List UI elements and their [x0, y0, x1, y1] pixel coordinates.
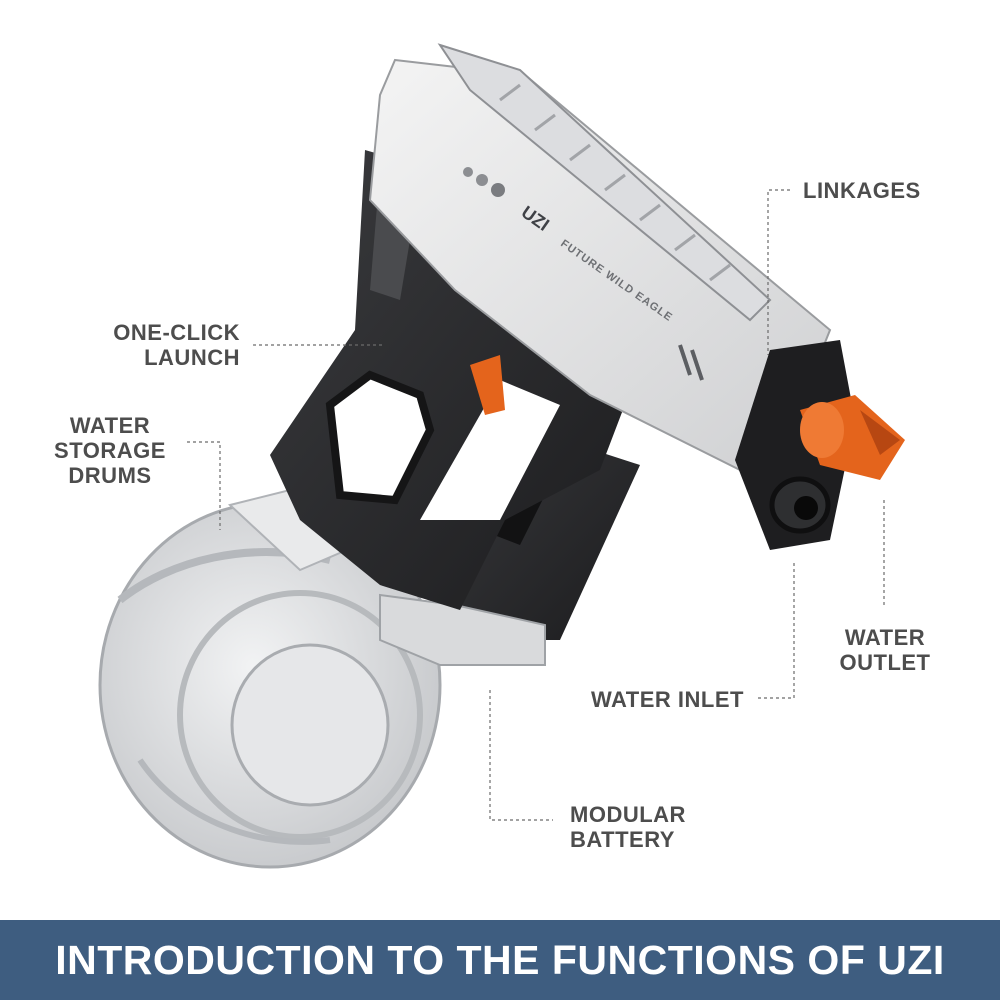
label-linkages-text: LINKAGES [803, 178, 921, 203]
label-one-click-launch-line2: LAUNCH [144, 345, 240, 370]
label-one-click-launch: ONE-CLICK LAUNCH [95, 320, 240, 370]
label-linkages: LINKAGES [803, 178, 921, 203]
muzzle-illustration [735, 340, 855, 550]
leader-linkages [767, 189, 790, 355]
label-modular-battery-line2: BATTERY [570, 827, 675, 852]
orange-trigger-illustration [470, 355, 505, 415]
leader-modular-battery [489, 690, 553, 821]
label-water-storage-drums: WATER STORAGE DRUMS [45, 413, 175, 488]
leader-lines [187, 189, 885, 821]
label-water-inlet-text: WATER INLET [591, 687, 744, 712]
label-water-outlet: WATER OUTLET [830, 625, 940, 675]
label-water-inlet: WATER INLET [591, 687, 744, 712]
orange-nozzle-illustration [800, 395, 905, 480]
label-water-outlet-line2: OUTLET [839, 650, 931, 675]
label-modular-battery-line1: MODULAR [570, 802, 686, 827]
leader-water-storage-drums [187, 441, 221, 530]
banner-title: INTRODUCTION TO THE FUNCTIONS OF UZI [55, 936, 945, 983]
label-water-storage-drums-line3: DRUMS [68, 463, 152, 488]
label-modular-battery: MODULAR BATTERY [570, 802, 686, 852]
grip-illustration [270, 150, 640, 610]
label-water-storage-drums-line2: STORAGE [54, 438, 166, 463]
leader-water-inlet [758, 560, 795, 699]
title-banner: INTRODUCTION TO THE FUNCTIONS OF UZI [0, 920, 1000, 1000]
slide-illustration [368, 43, 832, 472]
label-one-click-launch-line1: ONE-CLICK [113, 320, 240, 345]
label-water-storage-drums-line1: WATER [69, 413, 151, 438]
label-water-outlet-line1: WATER [844, 625, 926, 650]
